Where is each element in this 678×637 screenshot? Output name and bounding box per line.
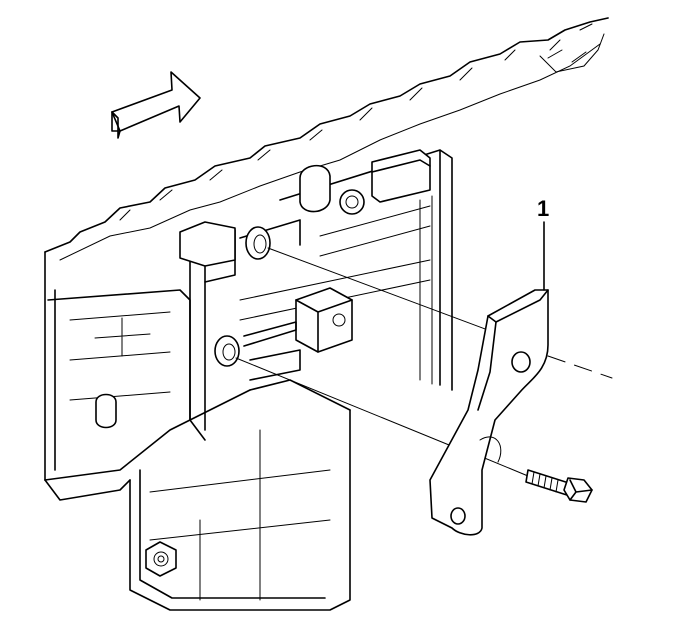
bolt-icon bbox=[525, 469, 593, 503]
alignment-lines bbox=[235, 247, 613, 477]
bracket bbox=[429, 289, 549, 536]
callout-label: 1 bbox=[537, 196, 549, 221]
callout-1: 1 bbox=[537, 196, 549, 291]
upper-mounting-hole bbox=[245, 226, 271, 260]
direction-arrow-icon bbox=[111, 71, 201, 139]
lower-mounting-hole bbox=[214, 335, 240, 367]
drain-plug-icon bbox=[145, 541, 177, 577]
